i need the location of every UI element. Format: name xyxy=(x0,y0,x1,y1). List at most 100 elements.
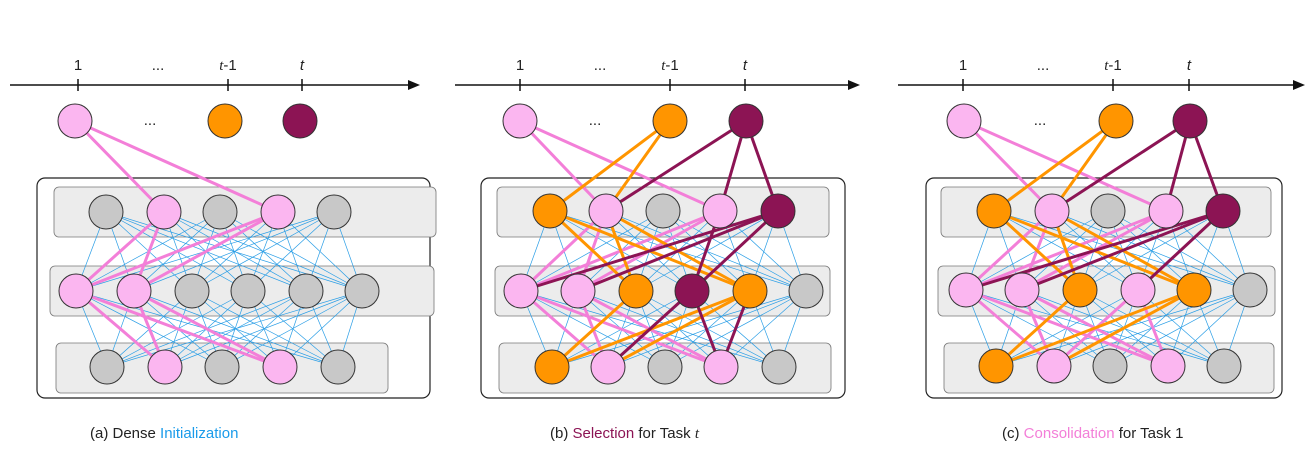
maroon-edge xyxy=(576,209,780,293)
caption-a: (a) Dense Initialization xyxy=(90,425,238,442)
neuron-gray xyxy=(647,349,683,385)
neuron-pink xyxy=(703,349,739,385)
neuron-gray xyxy=(788,273,824,309)
pink-edge xyxy=(964,288,1170,368)
tick-label-last: t xyxy=(743,57,748,74)
neuron-gray xyxy=(1090,193,1126,229)
neuron-gray xyxy=(174,273,210,309)
neuron-gray xyxy=(1232,272,1268,308)
dense-edge xyxy=(133,211,335,292)
tick-label-1: 1 xyxy=(959,57,967,74)
tick-label-1: 1 xyxy=(516,57,524,74)
dense-edge xyxy=(191,211,279,292)
neuron-pink xyxy=(702,193,738,229)
neuron-pink xyxy=(590,349,626,385)
maroon-edge xyxy=(606,289,694,369)
pink-edge xyxy=(73,119,166,214)
orange-edge xyxy=(550,289,638,369)
task-node-1 xyxy=(57,103,93,139)
neuron-orange xyxy=(978,348,1014,384)
pink-edge xyxy=(519,209,608,293)
neuron-orange xyxy=(534,349,570,385)
maroon-edge xyxy=(964,209,1225,292)
pink-edge xyxy=(73,119,280,214)
neuron-pink xyxy=(116,273,152,309)
neuron-pink xyxy=(1036,348,1072,384)
pink-edge xyxy=(519,289,723,369)
orange-edge xyxy=(994,288,1196,368)
maroon-edge xyxy=(690,209,780,293)
neuron-pink xyxy=(560,273,596,309)
neuron-gray xyxy=(204,349,240,385)
neuron-pink xyxy=(1004,272,1040,308)
neuron-gray xyxy=(88,194,124,230)
neuron-orange xyxy=(1176,272,1212,308)
caption-b-prefix: (b) xyxy=(550,425,573,442)
tick-ellipsis: ... xyxy=(1037,57,1050,74)
maroon-edge xyxy=(1020,209,1225,292)
caption-c-prefix: (c) xyxy=(1002,425,1024,442)
arrow-icon xyxy=(1293,80,1305,90)
tick-ellipsis: ... xyxy=(152,57,165,74)
task-ellipsis: ... xyxy=(1034,112,1047,129)
task-node-3 xyxy=(282,103,318,139)
neuron-orange xyxy=(976,193,1012,229)
orange-edge xyxy=(1050,119,1118,213)
dense-edge xyxy=(247,211,335,292)
pink-edge xyxy=(74,210,166,293)
arrow-icon xyxy=(408,80,420,90)
task-node-3 xyxy=(1172,103,1208,139)
caption-a-highlight: Initialization xyxy=(160,425,239,442)
maroon-edge xyxy=(604,119,748,213)
task-node-2 xyxy=(1098,103,1134,139)
neuron-pink xyxy=(146,194,182,230)
orange-edge xyxy=(992,119,1118,213)
neuron-gray xyxy=(230,273,266,309)
maroon-edge xyxy=(519,209,780,293)
task-node-2 xyxy=(207,103,243,139)
orange-edge xyxy=(994,288,1082,368)
layer-bar-1 xyxy=(494,265,831,317)
neuron-pink xyxy=(260,194,296,230)
pink-edge xyxy=(962,119,1168,213)
neuron-gray xyxy=(202,194,238,230)
tick-label-1: 1 xyxy=(74,57,82,74)
task-ellipsis: ... xyxy=(144,112,157,129)
neuron-pink xyxy=(1150,348,1186,384)
neuron-orange xyxy=(618,273,654,309)
neuron-pink xyxy=(1034,193,1070,229)
neuron-gray xyxy=(316,194,352,230)
pink-edge xyxy=(964,209,1054,292)
arrow-icon xyxy=(848,80,860,90)
task-node-2 xyxy=(652,103,688,139)
neuron-pink xyxy=(58,273,94,309)
orange-edge xyxy=(1052,288,1196,368)
pink-edge xyxy=(74,210,280,293)
task-ellipsis: ... xyxy=(589,112,602,129)
orange-edge xyxy=(604,119,672,213)
caption-c: (c) Consolidation for Task 1 xyxy=(1002,425,1184,442)
neuron-pink xyxy=(948,272,984,308)
tick-label-last: t xyxy=(1187,57,1192,74)
tick-ellipsis: ... xyxy=(594,57,607,74)
neuron-gray xyxy=(344,273,380,309)
neuron-pink xyxy=(1120,272,1156,308)
neuron-gray xyxy=(288,273,324,309)
caption-c-suffix: for Task 1 xyxy=(1114,425,1184,442)
orange-edge xyxy=(548,209,638,293)
neuron-gray xyxy=(89,349,125,385)
pink-edge xyxy=(132,210,280,293)
neuron-pink xyxy=(1148,193,1184,229)
caption-b-highlight: Selection xyxy=(572,425,635,442)
caption-b: (b) Selection for Task t xyxy=(550,425,699,443)
neuron-gray xyxy=(320,349,356,385)
pink-edge xyxy=(962,119,1054,213)
orange-edge xyxy=(992,209,1082,292)
caption-c-highlight: Consolidation xyxy=(1023,425,1115,442)
orange-edge xyxy=(606,289,752,369)
task-node-3 xyxy=(728,103,764,139)
